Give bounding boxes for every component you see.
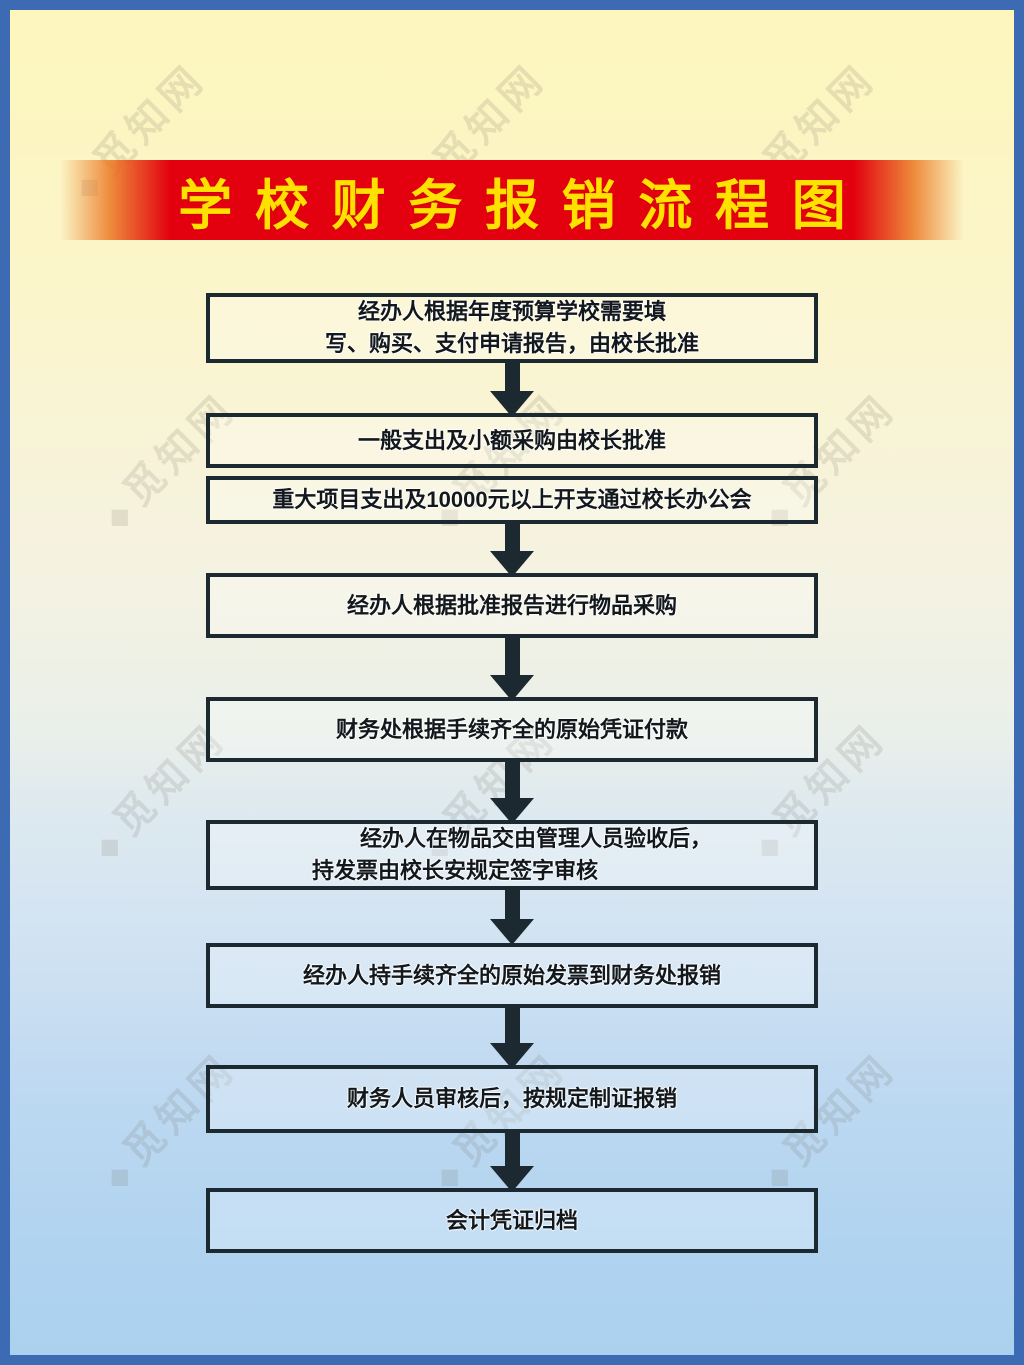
flow-step-4-line-1: 经办人根据批准报告进行物品采购: [346, 592, 677, 618]
arrow-head-icon: [490, 919, 534, 945]
flow-step-3: 重大项目支出及10000元以上开支通过校长办公会: [206, 476, 818, 524]
flow-step-1-line-2: 写、购买、支付申请报告，由校长批准: [324, 331, 699, 356]
arrow-shaft: [504, 1131, 520, 1166]
arrow-shaft: [504, 888, 520, 919]
down-arrow-2: [490, 522, 534, 577]
down-arrow-3: [490, 636, 534, 701]
flow-step-7-line-1: 经办人持手续齐全的原始发票到财务处报销: [302, 962, 721, 988]
down-arrow-7: [490, 1131, 534, 1192]
flow-step-8-line-1: 财务人员审核后，按规定制证报销: [346, 1086, 677, 1112]
flow-step-2: 一般支出及小额采购由校长批准: [206, 413, 818, 468]
flow-step-4: 经办人根据批准报告进行物品采购: [206, 573, 818, 638]
arrow-head-icon: [490, 391, 534, 417]
arrow-head-icon: [490, 551, 534, 577]
flow-step-1: 经办人根据年度预算学校需要填 写、购买、支付申请报告，由校长批准: [206, 293, 818, 363]
flow-step-2-line-1: 一般支出及小额采购由校长批准: [357, 427, 666, 453]
down-arrow-1: [490, 361, 534, 417]
arrow-shaft: [504, 522, 520, 551]
flow-step-7: 经办人持手续齐全的原始发票到财务处报销: [206, 943, 818, 1008]
watermark-logo-icon: ◆: [98, 492, 143, 537]
arrow-head-icon: [490, 1166, 534, 1192]
watermark-logo-icon: ◆: [88, 822, 133, 867]
flow-step-6-line-2: 持发票由校长安规定签字审核: [312, 858, 599, 883]
arrow-shaft: [504, 361, 520, 391]
down-arrow-6: [490, 1006, 534, 1069]
flow-step-6: 经办人在物品交由管理人员验收后， 持发票由校长安规定签字审核: [206, 820, 818, 890]
title-banner: 学校财务报销流程图: [10, 160, 1014, 240]
page-title: 学校财务报销流程图: [178, 175, 869, 236]
arrow-head-icon: [490, 798, 534, 824]
arrow-head-icon: [490, 1043, 534, 1069]
arrow-shaft: [504, 636, 520, 675]
flow-step-8: 财务人员审核后，按规定制证报销: [206, 1065, 818, 1133]
flow-step-5: 财务处根据手续齐全的原始凭证付款: [206, 697, 818, 762]
flow-step-9: 会计凭证归档: [206, 1188, 818, 1253]
arrow-shaft: [504, 1006, 520, 1043]
flow-step-3-line-1: 重大项目支出及10000元以上开支通过校长办公会: [272, 487, 752, 513]
arrow-shaft: [504, 760, 520, 798]
down-arrow-5: [490, 888, 534, 945]
arrow-head-icon: [490, 675, 534, 701]
flow-step-6-line-1: 经办人在物品交由管理人员验收后，: [360, 826, 713, 852]
flow-step-9-line-1: 会计凭证归档: [445, 1207, 578, 1233]
watermark-logo-icon: ◆: [98, 1152, 143, 1197]
flow-step-1-line-1: 经办人根据年度预算学校需要填: [357, 299, 666, 325]
down-arrow-4: [490, 760, 534, 824]
flow-step-5-line-1: 财务处根据手续齐全的原始凭证付款: [335, 716, 688, 742]
